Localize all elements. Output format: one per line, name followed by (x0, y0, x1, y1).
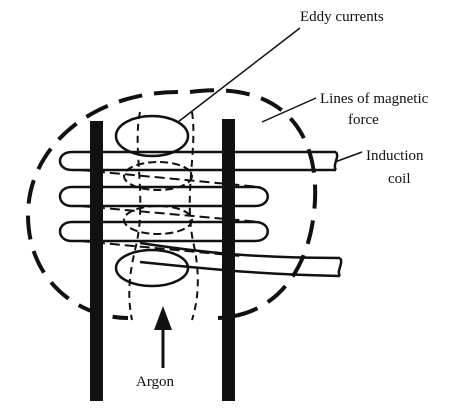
eddy-loop-2 (123, 161, 193, 191)
torch-tube-left (90, 121, 103, 401)
plasma-outline-right (188, 111, 199, 321)
eddy-loop-top (114, 114, 190, 158)
eddy-current-loops (114, 114, 193, 288)
label-argon: Argon (136, 374, 175, 390)
leader-magnetic-force (261, 97, 317, 123)
labels: Eddy currents Lines of magnetic force In… (136, 9, 429, 390)
induction-coil (58, 150, 343, 278)
field-line-left (25, 90, 179, 320)
label-eddy-currents: Eddy currents (300, 9, 384, 25)
argon-arrow-head (154, 306, 172, 330)
torch-tubes (90, 119, 235, 401)
label-coil: coil (388, 171, 411, 187)
plasma-region (128, 111, 199, 321)
field-line-right (189, 88, 318, 320)
label-lines-of-magnetic: Lines of magnetic (320, 91, 429, 107)
coil-lead-top (72, 150, 339, 172)
leader-induction-coil (334, 151, 363, 163)
magnetic-field-lines (25, 88, 318, 320)
coil-turn-3 (58, 220, 269, 243)
coil-turn-2 (58, 185, 269, 208)
leader-eddy-currents (177, 27, 301, 123)
coil-turn-1 (58, 150, 73, 172)
label-force: force (348, 112, 379, 128)
torch-tube-right (222, 119, 235, 401)
coil-connectors (79, 169, 261, 257)
eddy-loop-3 (123, 205, 193, 235)
eddy-loop-bottom (114, 248, 190, 288)
label-induction: Induction (366, 148, 424, 164)
leader-lines (177, 27, 363, 163)
argon-arrow (154, 306, 172, 368)
plasma-outline-left (128, 111, 142, 321)
coil-lead-bottom (139, 241, 343, 278)
